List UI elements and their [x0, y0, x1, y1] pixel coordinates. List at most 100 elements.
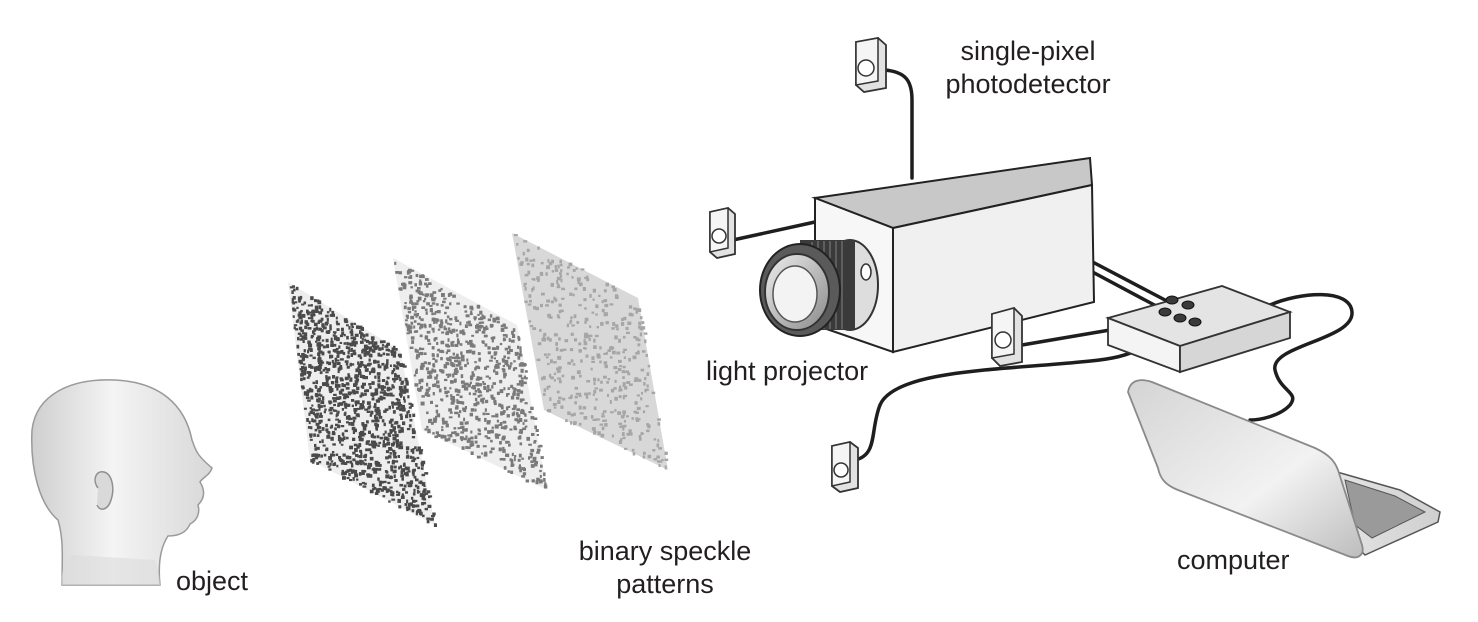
speckle-dot — [416, 300, 420, 303]
speckle-dot — [431, 353, 435, 357]
speckle-dot — [455, 355, 459, 359]
speckle-dot — [323, 382, 327, 387]
speckle-dot — [486, 437, 491, 440]
speckle-dot — [418, 352, 421, 355]
speckle-dot — [503, 426, 507, 430]
speckle-dot — [305, 396, 310, 400]
speckle-dot — [413, 475, 417, 479]
speckle-dot — [611, 346, 615, 350]
speckle-dot — [400, 416, 403, 420]
speckle-dot — [610, 388, 615, 393]
speckle-dot — [420, 401, 425, 406]
speckle-dot — [319, 371, 323, 375]
speckle-dot — [398, 466, 401, 470]
speckle-dot — [645, 388, 649, 391]
speckle-dot — [374, 402, 377, 407]
speckle-dot — [408, 325, 412, 329]
speckle-dot — [323, 410, 326, 414]
speckle-dot — [387, 481, 391, 484]
speckle-dot — [360, 335, 362, 339]
speckle-dot — [426, 382, 429, 387]
speckle-dot — [389, 448, 393, 451]
speckle-dot — [319, 386, 323, 389]
speckle-dot — [449, 292, 453, 296]
speckle-dot — [404, 302, 407, 305]
speckle-dot — [635, 310, 638, 314]
speckle-dot — [445, 351, 448, 355]
speckle-dot — [622, 365, 626, 369]
label-computer: computer — [1177, 545, 1290, 575]
speckle-dot — [559, 275, 563, 278]
speckle-dot — [519, 398, 523, 403]
speckle-dot — [426, 425, 429, 429]
speckle-dot — [374, 422, 378, 426]
speckle-dot — [306, 418, 309, 422]
speckle-dot — [510, 463, 514, 467]
speckle-dot — [391, 401, 395, 404]
speckle-dot — [506, 414, 510, 418]
speckle-dot — [496, 391, 500, 395]
speckle-dot — [561, 287, 565, 291]
speckle-dot — [645, 354, 648, 357]
speckle-dot — [356, 325, 360, 329]
speckle-dot — [481, 330, 486, 334]
speckle-dot — [634, 377, 639, 381]
speckle-dot — [424, 472, 429, 475]
speckle-dot — [339, 365, 343, 369]
speckle-dot — [538, 444, 543, 448]
speckle-dot — [348, 375, 351, 379]
speckle-dot — [529, 259, 533, 262]
speckle-dot — [360, 340, 364, 344]
speckle-dot — [466, 362, 469, 365]
speckle-pattern-medium — [393, 258, 548, 490]
speckle-dot — [657, 422, 661, 426]
speckle-dot — [455, 364, 460, 367]
speckle-dot — [308, 343, 313, 348]
speckle-dot — [295, 320, 299, 323]
speckle-dot — [322, 326, 327, 330]
speckle-dot — [379, 436, 384, 440]
speckle-dot — [396, 407, 400, 410]
speckle-dot — [583, 347, 587, 350]
speckle-dot — [426, 520, 430, 524]
speckle-dot — [342, 453, 346, 457]
speckle-dot — [316, 446, 320, 450]
speckle-dot — [360, 327, 364, 330]
speckle-dot — [434, 337, 438, 340]
speckle-dot — [613, 387, 617, 390]
speckle-dot — [362, 400, 365, 404]
speckle-dot — [447, 434, 451, 437]
label-object: object — [176, 566, 249, 596]
speckle-dot — [387, 432, 391, 436]
speckle-dot — [616, 328, 619, 331]
speckle-dot — [303, 349, 306, 353]
speckle-dot — [385, 488, 390, 491]
speckle-dot — [385, 348, 390, 352]
speckle-dot — [377, 477, 380, 481]
speckle-dot — [386, 437, 390, 442]
speckle-dot — [305, 392, 309, 397]
speckle-dot — [518, 374, 523, 378]
speckle-dot — [363, 353, 367, 357]
speckle-dot — [404, 467, 408, 470]
speckle-dot — [347, 415, 351, 418]
speckle-dot — [333, 335, 338, 339]
speckle-dot — [440, 319, 443, 323]
speckle-dot — [299, 334, 303, 337]
speckle-dot — [426, 330, 431, 334]
speckle-dot — [305, 320, 308, 324]
speckle-dot — [368, 341, 371, 345]
speckle-dot — [351, 426, 356, 431]
speckle-dot — [339, 402, 344, 405]
speckle-dot — [642, 455, 646, 459]
speckle-dot — [415, 356, 419, 360]
speckle-dot — [310, 426, 313, 430]
speckle-dot — [541, 292, 545, 296]
speckle-dot — [461, 384, 465, 388]
speckle-dot — [428, 374, 432, 377]
speckle-dot — [460, 426, 463, 429]
speckle-dot — [310, 396, 314, 400]
speckle-dot — [441, 428, 444, 432]
speckle-dot — [346, 365, 350, 369]
speckle-dot — [431, 317, 436, 322]
